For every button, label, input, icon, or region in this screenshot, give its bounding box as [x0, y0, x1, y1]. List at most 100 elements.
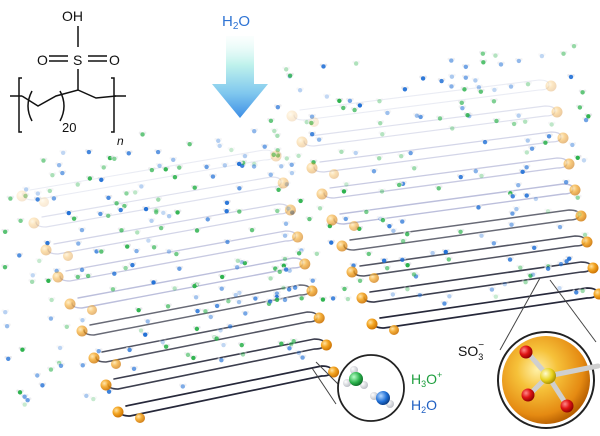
water-molecule: [235, 289, 244, 296]
hydronium-molecule: [47, 297, 56, 303]
hydronium-molecule: [212, 335, 221, 341]
hydronium-molecule: [224, 298, 233, 304]
water-molecule: [223, 239, 232, 245]
hydronium-molecule: [162, 343, 170, 349]
hydronium-molecule: [294, 152, 303, 159]
water-molecule: [57, 362, 65, 368]
water-molecule: [490, 87, 499, 93]
water-molecule: [235, 185, 244, 191]
hydronium-molecule-icon: [343, 366, 368, 389]
water-molecule: [281, 297, 289, 303]
chain-fold: [333, 183, 574, 225]
water-molecule: [202, 163, 211, 170]
water-molecule: [461, 74, 470, 80]
water-molecule: [85, 149, 93, 155]
water-molecule: [250, 128, 259, 134]
water-molecule: [488, 286, 496, 292]
water-molecule: [475, 84, 483, 90]
sulfonate-sphere: [545, 80, 557, 92]
water-label: H2O: [411, 397, 437, 415]
hydronium-molecule: [297, 295, 306, 301]
hydronium-molecule: [152, 207, 161, 213]
water-molecule: [22, 186, 30, 192]
hydronium-molecule: [110, 155, 119, 162]
water-molecule: [237, 259, 246, 265]
water-molecule: [329, 295, 337, 301]
sulfonate-sphere: [88, 352, 100, 364]
sulfonate-sphere: [112, 406, 124, 418]
hydronium-molecule: [403, 231, 412, 237]
hydronium-molecule: [47, 366, 55, 372]
sulfonate-sphere: [356, 292, 368, 304]
hydronium-molecule: [479, 50, 487, 56]
ion-inset: H3O+ H2O: [311, 354, 442, 422]
sulfonate-sphere: [270, 150, 282, 162]
water-molecule: [241, 153, 249, 159]
chain-fold: [353, 235, 586, 277]
hydronium-molecule: [157, 225, 165, 231]
hydronium-molecule: [460, 86, 469, 92]
water-molecule: [441, 249, 450, 255]
hydronium-molecule: [20, 401, 29, 407]
hydronium-molecule: [99, 164, 108, 170]
repeat-count-label: 20: [62, 120, 76, 135]
hydronium-molecule: [97, 248, 106, 254]
water-molecule: [74, 240, 83, 246]
water-molecule: [1, 309, 10, 315]
water-molecule: [445, 293, 454, 299]
hydronium-molecule: [190, 184, 199, 190]
hydronium-molecule: [456, 228, 465, 234]
hydronium-molecule: [445, 256, 453, 262]
hydronium-molecule: [434, 185, 443, 191]
hydronium-molecule: [383, 265, 392, 271]
hydronium-molecule: [274, 186, 283, 193]
hydronium-molecule: [541, 139, 550, 145]
water-molecule: [471, 77, 480, 83]
water-molecule: [288, 170, 296, 176]
hydronium-molecule: [112, 200, 121, 206]
hydronium-molecule: [235, 208, 244, 214]
sulfonate-sphere: [326, 214, 338, 226]
hydronium-molecule: [164, 303, 172, 309]
water-molecule: [522, 164, 531, 170]
hydronium-molecule: [283, 155, 291, 161]
water-molecule: [447, 57, 456, 63]
hydronium-molecule: [521, 279, 530, 285]
water-molecule: [64, 210, 73, 216]
water-molecule: [447, 83, 456, 89]
sulfonate-inset: SO3−: [458, 277, 600, 429]
hydronium-molecule: [123, 243, 132, 249]
hydronium-molecule: [46, 188, 54, 194]
water-molecule: [474, 204, 483, 210]
water-molecule: [529, 271, 537, 277]
chain-fold: [323, 157, 568, 199]
sulfonate-sphere: [16, 190, 28, 202]
hydronium-molecule: [479, 59, 488, 65]
water-molecule: [274, 104, 282, 110]
hydronium-molecule: [448, 125, 457, 131]
hydronium-molecule: [193, 227, 201, 233]
hydronium-molecule: [399, 238, 407, 244]
sulfonate-sphere: [320, 339, 332, 351]
water-molecule: [518, 168, 527, 174]
hydronium-molecule: [48, 172, 57, 178]
hydronium-molecule: [201, 308, 210, 314]
hydronium-molecule: [410, 271, 418, 277]
water-molecule: [555, 285, 564, 291]
water-molecule: [413, 112, 421, 118]
hydronium-molecule: [273, 132, 282, 139]
hydronium-molecule: [282, 66, 290, 72]
hydronium-molecule: [570, 43, 578, 49]
sulfonate-sphere: [52, 271, 64, 283]
hydronium-molecule: [436, 115, 444, 121]
sulfonate-sphere: [87, 305, 97, 315]
water-molecule: [416, 292, 424, 298]
hydronium-molecule: [266, 275, 275, 281]
water-molecule: [143, 318, 152, 324]
water-molecule: [128, 262, 137, 268]
water-molecule: [440, 300, 449, 306]
water-molecule: [82, 392, 91, 399]
oxygen-left-label: O: [37, 52, 48, 68]
water-molecule: [351, 150, 360, 156]
